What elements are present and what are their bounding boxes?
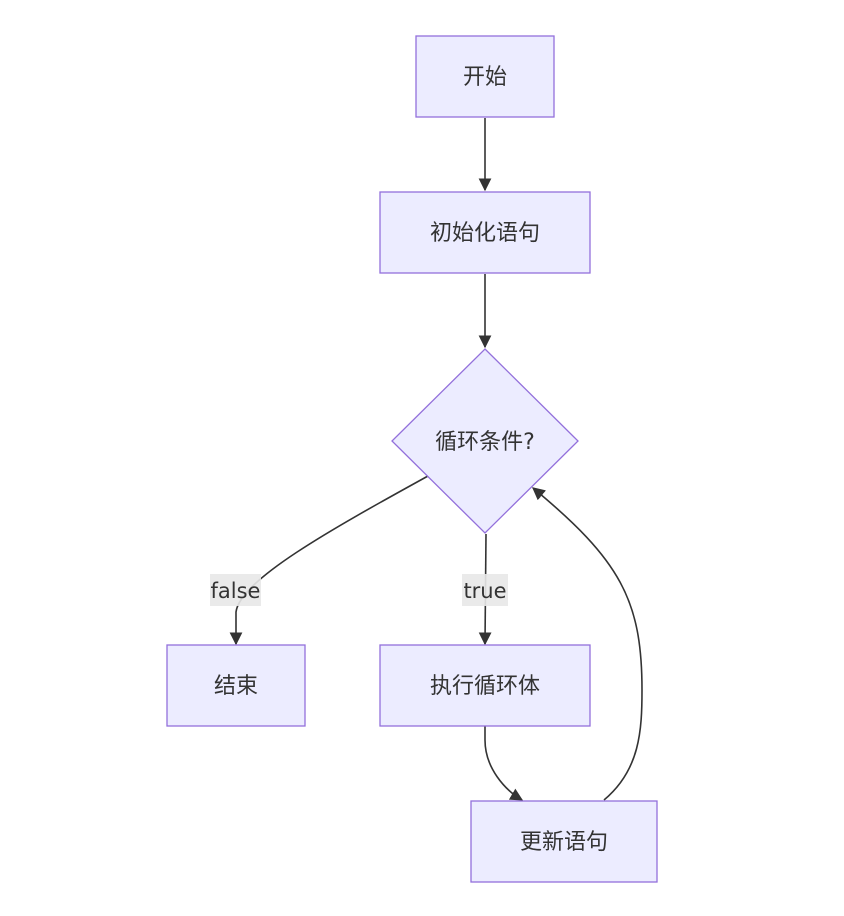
node-end: 结束 <box>166 644 306 727</box>
node-start-label: 开始 <box>463 65 507 90</box>
node-update-label: 更新语句 <box>520 830 608 855</box>
edge-condition-end <box>229 475 429 646</box>
true-label: true <box>463 579 506 603</box>
false-label: false <box>211 579 261 603</box>
node-condition-label: 循环条件? <box>435 430 535 455</box>
node-init: 初始化语句 <box>379 191 591 274</box>
node-update: 更新语句 <box>470 800 658 883</box>
node-condition: 循环条件? <box>391 348 579 534</box>
node-init-label: 初始化语句 <box>430 221 540 246</box>
edge-update-condition <box>532 487 643 801</box>
node-end-label: 结束 <box>214 674 258 699</box>
node-start: 开始 <box>415 35 555 118</box>
node-body-label: 执行循环体 <box>430 674 540 699</box>
node-body: 执行循环体 <box>379 644 591 727</box>
edge-label-false: false <box>210 574 261 606</box>
edge-label-true: true <box>462 574 508 606</box>
edge-body-update <box>484 726 524 801</box>
